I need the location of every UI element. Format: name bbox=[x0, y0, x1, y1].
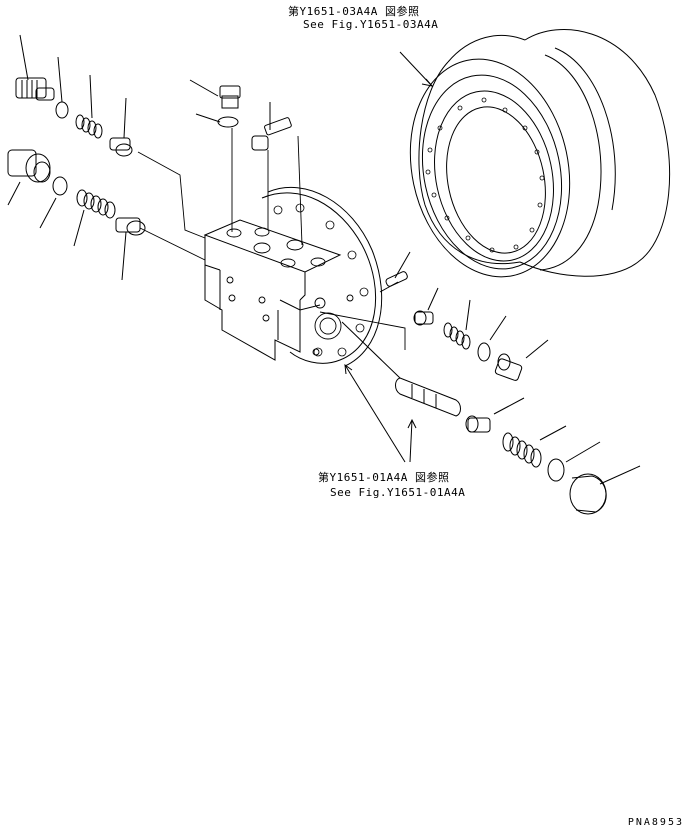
piston-upper bbox=[110, 138, 132, 156]
spool bbox=[342, 322, 461, 416]
plug-top bbox=[190, 80, 240, 127]
relief-valve-cartridge-upper bbox=[16, 78, 54, 100]
reference-label-top-english: See Fig.Y1651-03A4A bbox=[303, 18, 439, 31]
pin bbox=[385, 252, 410, 287]
relief-valve-plug-middle bbox=[8, 150, 50, 182]
o-ring-top bbox=[218, 117, 238, 127]
reference-label-top-japanese: 第Y1651-03A4A 図参照 bbox=[288, 5, 420, 18]
drawing-code: PNA8953 bbox=[627, 817, 684, 828]
piston-middle bbox=[116, 218, 145, 235]
flange-bolt-holes bbox=[274, 204, 368, 356]
spring-right-lower bbox=[503, 426, 566, 467]
o-ring-upper-1 bbox=[56, 102, 68, 118]
reference-arrows-lower bbox=[345, 365, 416, 462]
motor-body bbox=[205, 187, 382, 366]
assembly-leader-lines bbox=[138, 128, 405, 350]
cap-screw bbox=[252, 102, 292, 150]
housing-bolt-holes bbox=[426, 98, 544, 252]
final-drive-housing bbox=[391, 30, 670, 292]
reference-label-bottom-english: See Fig.Y1651-01A4A bbox=[330, 486, 466, 499]
relief-valve-upper bbox=[16, 35, 132, 156]
plug-right-lower bbox=[570, 466, 640, 514]
reference-label-bottom-japanese: 第Y1651-01A4A 図参照 bbox=[318, 471, 450, 484]
block-ports bbox=[227, 228, 353, 355]
relief-valve-right-upper bbox=[495, 340, 548, 381]
spring-upper bbox=[76, 115, 102, 138]
spring-middle bbox=[77, 190, 115, 218]
piston-right-upper bbox=[414, 288, 438, 325]
spring-right-upper bbox=[444, 300, 470, 349]
piston-right-lower bbox=[466, 398, 524, 432]
o-ring-right-lower bbox=[548, 442, 600, 481]
relief-valve-middle bbox=[8, 150, 145, 280]
o-ring-middle-1 bbox=[53, 177, 67, 195]
o-ring-right-upper bbox=[478, 316, 506, 361]
